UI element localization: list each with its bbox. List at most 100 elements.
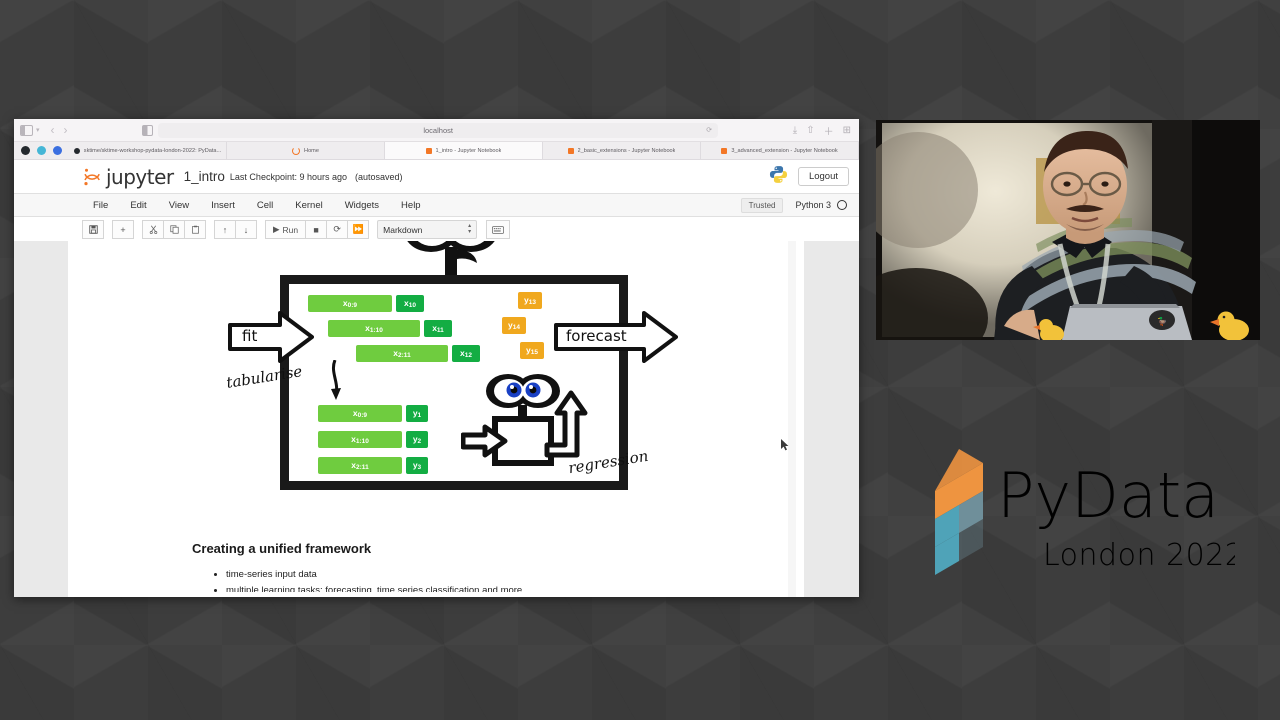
- chevron-down-icon: ▾: [36, 127, 40, 134]
- github-icon: [73, 147, 80, 154]
- tabularise-arrow: [331, 360, 341, 400]
- paste-cell-button[interactable]: [184, 220, 206, 239]
- cut-cell-button[interactable]: [142, 220, 164, 239]
- feature-bar-0: x0:9: [318, 405, 402, 422]
- svg-text:🦆: 🦆: [1157, 316, 1167, 326]
- speaker-webcam: 🦆: [876, 120, 1260, 340]
- browser-tab-2[interactable]: 1_intro - Jupyter Notebook: [385, 142, 543, 159]
- run-label: Run: [282, 224, 299, 235]
- menu-file[interactable]: File: [93, 199, 109, 211]
- copy-cell-button[interactable]: [163, 220, 185, 239]
- target-box-label: x11: [432, 323, 444, 334]
- browser-tab-4[interactable]: 3_advanced_extension - Jupyter Notebook: [701, 142, 859, 159]
- sidebar-icon: [20, 124, 33, 136]
- tab-label: 2_basic_extensions - Jupyter Notebook: [577, 147, 676, 154]
- save-button[interactable]: [82, 220, 104, 239]
- tab-label: sktime/sktime-workshop-pydata-london-202…: [83, 147, 222, 154]
- pydata-cube-mark: [935, 449, 983, 575]
- pydata-py-text: PyData: [997, 459, 1219, 532]
- tab-label: 3_advanced_extension - Jupyter Notebook: [731, 147, 838, 154]
- move-cell-down-button[interactable]: ↓: [235, 220, 257, 239]
- move-cell-up-button[interactable]: ↑: [214, 220, 236, 239]
- menu-edit[interactable]: Edit: [130, 199, 147, 211]
- share-icon[interactable]: ⇧: [806, 124, 815, 136]
- feature-bar-1: x1:10: [318, 431, 402, 448]
- notebook-menubar: File Edit View Insert Cell Kernel Widget…: [14, 193, 859, 217]
- browser-tab-strip: sktime/sktime-workshop-pydata-london-202…: [14, 142, 859, 160]
- target-box-label: x10: [404, 298, 416, 309]
- window-bar-2: x2:11: [356, 345, 448, 362]
- browser-tab-0[interactable]: sktime/sktime-workshop-pydata-london-202…: [69, 142, 227, 159]
- autosaved-status: (autosaved): [355, 171, 403, 182]
- tab-label: 1_intro - Jupyter Notebook: [435, 147, 502, 154]
- forward-button[interactable]: ›: [63, 123, 68, 137]
- jupyter-icon: [721, 147, 728, 154]
- jupyter-wordmark: jupyter: [106, 164, 174, 189]
- label-box-0: y1: [406, 405, 428, 422]
- kernel-idle-indicator: [837, 200, 847, 210]
- notebook-canvas[interactable]: fit forecast x0:9 x10 x1:10: [68, 241, 804, 597]
- jupyter-icon: [292, 146, 301, 155]
- insert-cell-button[interactable]: +: [112, 220, 134, 239]
- browser-tab-3[interactable]: 2_basic_extensions - Jupyter Notebook: [543, 142, 701, 159]
- back-button[interactable]: ‹: [50, 123, 55, 137]
- label-box-label: y2: [412, 434, 422, 445]
- reader-view-icon[interactable]: [142, 124, 154, 136]
- extension-icon-3[interactable]: [53, 146, 62, 155]
- interrupt-kernel-button[interactable]: ■: [305, 220, 328, 239]
- menu-help[interactable]: Help: [401, 199, 421, 211]
- restart-run-all-button[interactable]: ⏩: [347, 220, 370, 239]
- trusted-badge[interactable]: Trusted: [740, 197, 784, 213]
- python-logo-icon: [769, 165, 788, 189]
- mouse-cursor: [781, 438, 789, 451]
- notebook-name[interactable]: 1_intro: [183, 169, 225, 184]
- menu-cell[interactable]: Cell: [256, 199, 274, 211]
- browser-tab-1[interactable]: Home: [227, 142, 385, 159]
- notebook-toolbar: + ↑ ↓ ▶ Run: [14, 217, 859, 243]
- download-icon[interactable]: ⤓: [792, 124, 798, 136]
- target-box-0: x10: [396, 295, 424, 312]
- window-bar-label: x0:9: [342, 298, 358, 309]
- menu-widgets[interactable]: Widgets: [344, 199, 380, 211]
- jupyter-notebook-page: jupyter 1_intro Last Checkpoint: 9 hours…: [14, 160, 859, 597]
- menu-kernel[interactable]: Kernel: [295, 199, 323, 211]
- prediction-box-1: y14: [502, 317, 526, 334]
- prediction-label: y14: [508, 320, 520, 331]
- scrollbar-track[interactable]: [788, 241, 796, 597]
- command-palette-button[interactable]: [486, 220, 511, 239]
- restart-kernel-button[interactable]: ⟳: [326, 220, 349, 239]
- label-box-label: y1: [412, 408, 422, 419]
- window-bar-1: x1:10: [328, 320, 420, 337]
- new-tab-icon[interactable]: ＋: [823, 126, 834, 138]
- address-bar[interactable]: localhost ⟳: [158, 122, 719, 138]
- jupyter-logo[interactable]: jupyter: [82, 165, 174, 189]
- menu-view[interactable]: View: [168, 199, 190, 211]
- menu-insert[interactable]: Insert: [211, 199, 235, 211]
- slide-heading: Creating a unified framework: [192, 541, 372, 556]
- extension-icon-2[interactable]: [37, 146, 46, 155]
- target-box-label: x12: [460, 348, 472, 359]
- github-extension-icon[interactable]: [21, 146, 30, 155]
- chevron-updown-icon: ▴▾: [468, 223, 472, 235]
- cell-type-select[interactable]: Markdown ▴▾: [377, 220, 478, 239]
- notebook-header: jupyter 1_intro Last Checkpoint: 9 hours…: [14, 160, 859, 193]
- reload-icon[interactable]: ⟳: [706, 127, 713, 134]
- notebook-body: fit forecast x0:9 x10 x1:10: [14, 241, 859, 597]
- extension-icons: [14, 142, 69, 159]
- feature-bar-label: x1:10: [351, 434, 369, 445]
- sidebar-toggle-button[interactable]: ▾: [20, 124, 40, 136]
- last-checkpoint: Last Checkpoint: 9 hours ago: [229, 171, 347, 182]
- play-icon: ▶: [273, 224, 280, 234]
- run-cell-button[interactable]: ▶ Run: [265, 220, 307, 239]
- list-item: multiple learning tasks: forecasting, ti…: [226, 583, 688, 592]
- cell-type-value: Markdown: [383, 224, 423, 235]
- feature-bar-label: x2:11: [351, 460, 369, 471]
- label-box-1: y2: [406, 431, 428, 448]
- logout-button[interactable]: Logout: [797, 166, 849, 187]
- list-item: time-series input data: [226, 567, 706, 583]
- target-box-2: x12: [452, 345, 480, 362]
- window-bar-label: x2:11: [393, 348, 411, 359]
- prediction-label: y13: [524, 295, 536, 306]
- tab-overview-icon[interactable]: ⊞: [842, 124, 851, 136]
- prediction-box-0: y13: [518, 292, 542, 309]
